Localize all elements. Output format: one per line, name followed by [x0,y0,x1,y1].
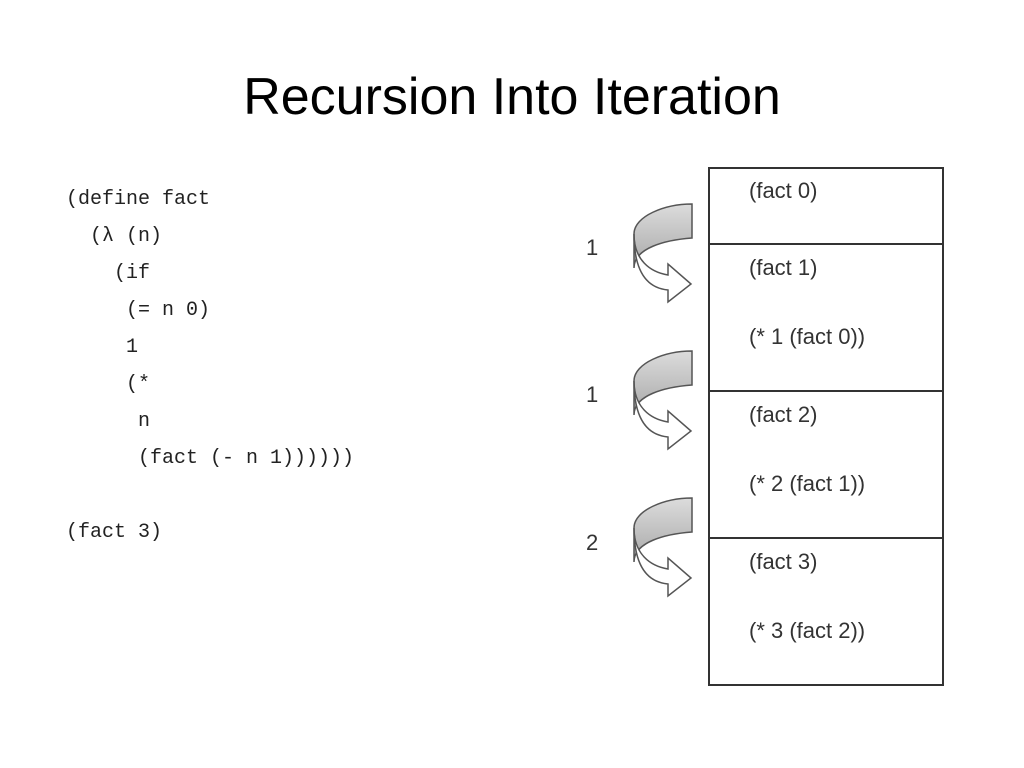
curved-return-arrow-icon [633,203,693,304]
code-line: (λ (n) [66,225,163,248]
code-line: (* [66,373,151,396]
code-line: 1 [66,336,139,359]
code-line: (define fact [66,188,211,211]
curved-return-arrow-icon [633,350,693,451]
code-line: (fact 3) [66,521,163,544]
return-value-label: 2 [586,530,598,555]
stack-frame-fact-1: (fact 1) (* 1 (fact 0)) [749,255,865,349]
frame-expression: (* 1 (fact 0)) [749,324,865,349]
frame-call: (fact 3) [749,549,817,574]
stack-frame-fact-2: (fact 2) (* 2 (fact 1)) [749,402,865,496]
code-line: (fact (- n 1)))))) [66,447,355,470]
stack-outline [708,167,944,686]
stack-frame-fact-0: (fact 0) [749,178,817,203]
call-stack-svg: (fact 0) (fact 1) (* 1 (fact 0)) (fact 2… [586,167,944,686]
frame-expression: (* 2 (fact 1)) [749,471,865,496]
curved-return-arrow-icon [633,497,693,598]
return-value-label: 1 [586,382,598,407]
slide-title: Recursion Into Iteration [243,68,781,126]
frame-call: (fact 0) [749,178,817,203]
code-line: (if [66,262,151,285]
call-stack-diagram: (fact 0) (fact 1) (* 1 (fact 0)) (fact 2… [570,160,960,695]
code-line: n [66,410,151,433]
return-value-label: 1 [586,235,598,260]
frame-call: (fact 1) [749,255,817,280]
code-line: (= n 0) [66,299,211,322]
frame-call: (fact 2) [749,402,817,427]
frame-expression: (* 3 (fact 2)) [749,618,865,643]
stack-frame-fact-3: (fact 3) (* 3 (fact 2)) [749,549,865,643]
code-block: (define fact (λ (n) (if (= n 0) 1 (* n (… [66,186,354,556]
code-line [66,482,354,519]
